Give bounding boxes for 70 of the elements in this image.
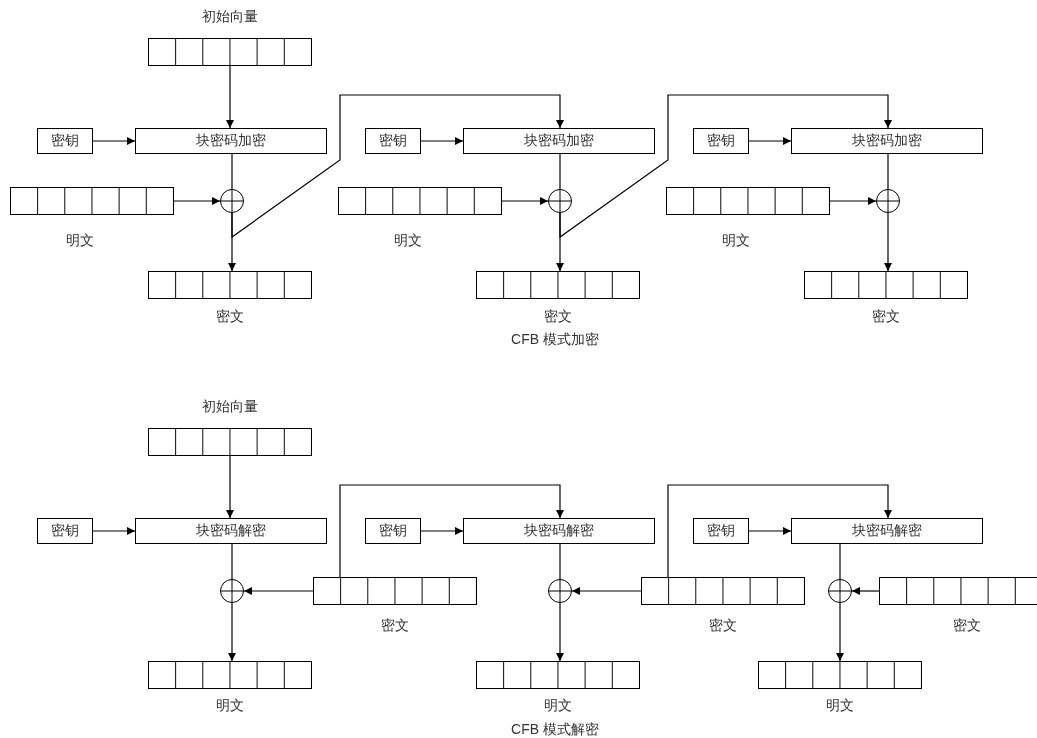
register-bar <box>148 428 312 456</box>
process-box: 密钥 <box>365 128 421 154</box>
register-label: 明文 <box>394 232 422 250</box>
arrow <box>501 197 549 205</box>
xor-symbol <box>548 189 572 213</box>
register-bar <box>666 187 830 215</box>
arrow <box>420 137 464 145</box>
process-box: 密钥 <box>365 518 421 544</box>
register-label: 密文 <box>216 308 244 326</box>
register-label: 明文 <box>722 232 750 250</box>
arrow <box>748 527 792 535</box>
register-bar <box>148 661 312 689</box>
arrow <box>851 587 880 595</box>
process-box: 块密码解密 <box>135 518 327 544</box>
xor-symbol <box>220 579 244 603</box>
register-bar <box>879 577 1037 605</box>
process-box: 块密码解密 <box>791 518 983 544</box>
register-label: 明文 <box>544 697 572 715</box>
register-label: 明文 <box>216 697 244 715</box>
process-box: 块密码加密 <box>135 128 327 154</box>
arrow <box>339 484 564 578</box>
arrow <box>231 94 564 239</box>
process-box: 密钥 <box>37 128 93 154</box>
register-bar <box>804 271 968 299</box>
register-bar <box>148 38 312 66</box>
arrow <box>92 137 136 145</box>
xor-symbol <box>548 579 572 603</box>
register-bar <box>313 577 477 605</box>
register-bar <box>148 271 312 299</box>
register-label: 密文 <box>544 308 572 326</box>
arrow <box>884 212 892 272</box>
xor-symbol <box>220 189 244 213</box>
arrow <box>748 137 792 145</box>
arrow <box>420 527 464 535</box>
arrow <box>829 197 877 205</box>
arrow <box>559 94 892 239</box>
arrow <box>226 455 234 519</box>
register-bar <box>476 271 640 299</box>
arrow <box>226 65 234 129</box>
arrow <box>556 602 564 662</box>
register-label: 密文 <box>709 617 737 635</box>
register-label: 初始向量 <box>202 8 258 26</box>
arrow <box>836 602 844 662</box>
register-label: 密文 <box>953 617 981 635</box>
diagram-caption: CFB 模式加密 <box>511 331 599 349</box>
process-box: 块密码解密 <box>463 518 655 544</box>
register-label: 明文 <box>66 232 94 250</box>
process-box: 块密码加密 <box>791 128 983 154</box>
xor-symbol <box>828 579 852 603</box>
register-label: 明文 <box>826 697 854 715</box>
process-box: 密钥 <box>693 128 749 154</box>
process-box: 密钥 <box>693 518 749 544</box>
register-label: 初始向量 <box>202 398 258 416</box>
register-bar <box>476 661 640 689</box>
arrow <box>173 197 221 205</box>
process-box: 块密码加密 <box>463 128 655 154</box>
arrow <box>571 587 642 595</box>
register-label: 密文 <box>381 617 409 635</box>
process-box: 密钥 <box>37 518 93 544</box>
register-bar <box>641 577 805 605</box>
register-label: 密文 <box>872 308 900 326</box>
arrow <box>228 602 236 662</box>
arrow <box>92 527 136 535</box>
arrow <box>667 484 892 578</box>
diagram-caption: CFB 模式解密 <box>511 721 599 738</box>
register-bar <box>338 187 502 215</box>
arrow <box>243 587 314 595</box>
register-bar <box>10 187 174 215</box>
xor-symbol <box>876 189 900 213</box>
register-bar <box>758 661 922 689</box>
